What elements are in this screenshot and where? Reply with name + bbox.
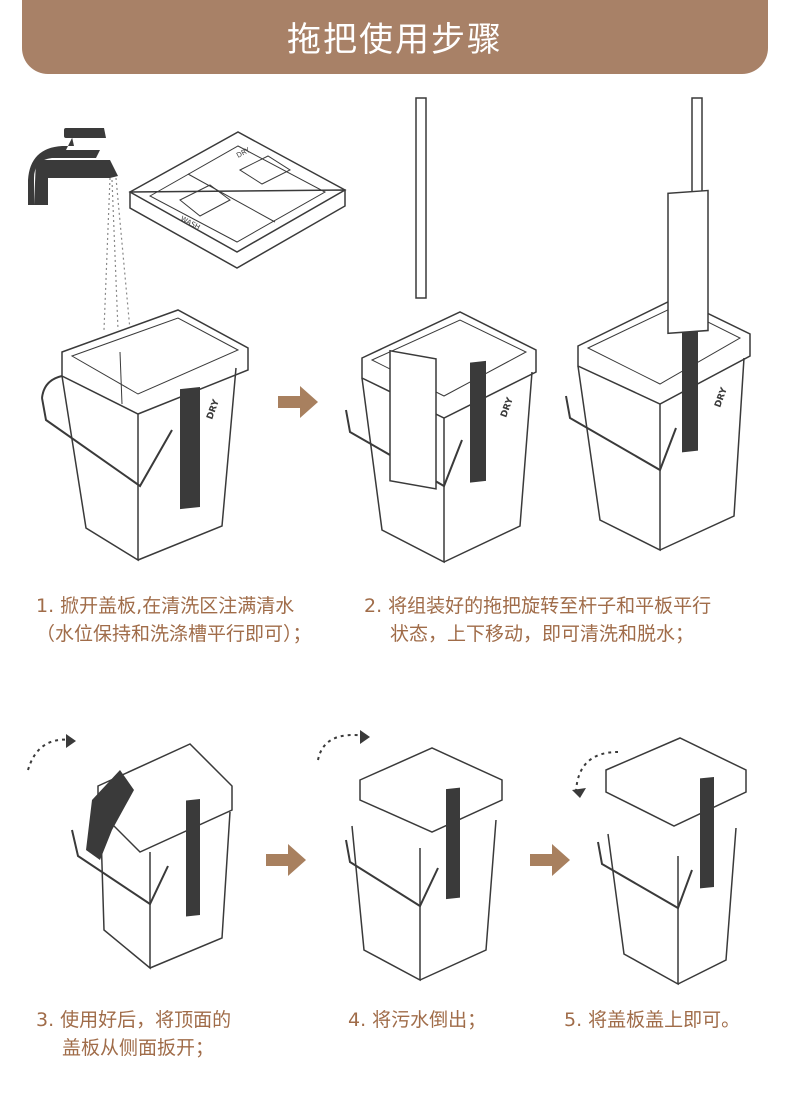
step-4-caption: 4. 将污水倒出； <box>348 1006 486 1034</box>
step-5-caption: 5. 将盖板盖上即可。 <box>564 1006 740 1034</box>
step-3-caption: 3. 使用好后，将顶面的 盖板从侧面扳开； <box>36 1006 231 1062</box>
step-2-line-1: 2. 将组装好的拖把旋转至杆子和平板平行 <box>364 595 712 617</box>
step-2-line-2: 状态，上下移动，即可清洗和脱水； <box>390 623 695 645</box>
step-1-line-1: 1. 掀开盖板,在清洗区注满清水 <box>36 595 295 617</box>
lid-floating: DRY WASH <box>128 131 347 269</box>
svg-text:DRY: DRY <box>205 398 222 421</box>
svg-text:DRY: DRY <box>713 386 730 409</box>
title-banner: 拖把使用步骤 <box>22 0 768 74</box>
bucket-open: DRY <box>41 309 249 562</box>
step-3-line-2: 盖板从侧面扳开； <box>62 1037 215 1059</box>
svg-text:DRY: DRY <box>235 146 252 160</box>
bucket-pour <box>317 730 503 982</box>
bucket-lift-lid <box>27 734 233 970</box>
faucet-icon <box>28 128 131 331</box>
bucket-close-lid <box>572 737 747 986</box>
step-2-caption: 2. 将组装好的拖把旋转至杆子和平板平行 状态，上下移动，即可清洗和脱水； <box>364 592 711 648</box>
svg-text:DRY: DRY <box>499 396 516 419</box>
step-5-line-1: 5. 将盖板盖上即可。 <box>564 1009 741 1031</box>
step-4-line-1: 4. 将污水倒出； <box>348 1009 487 1031</box>
page-title: 拖把使用步骤 <box>287 20 503 60</box>
bucket-mop-insert: DRY <box>345 97 537 564</box>
step-1-caption: 1. 掀开盖板,在清洗区注满清水 （水位保持和洗涤槽平行即可）； <box>36 592 312 648</box>
step-1-line-2: （水位保持和洗涤槽平行即可）； <box>36 623 312 645</box>
step-3-line-1: 3. 使用好后，将顶面的 <box>36 1009 232 1031</box>
bucket-mop-wring: DRY <box>565 97 751 552</box>
